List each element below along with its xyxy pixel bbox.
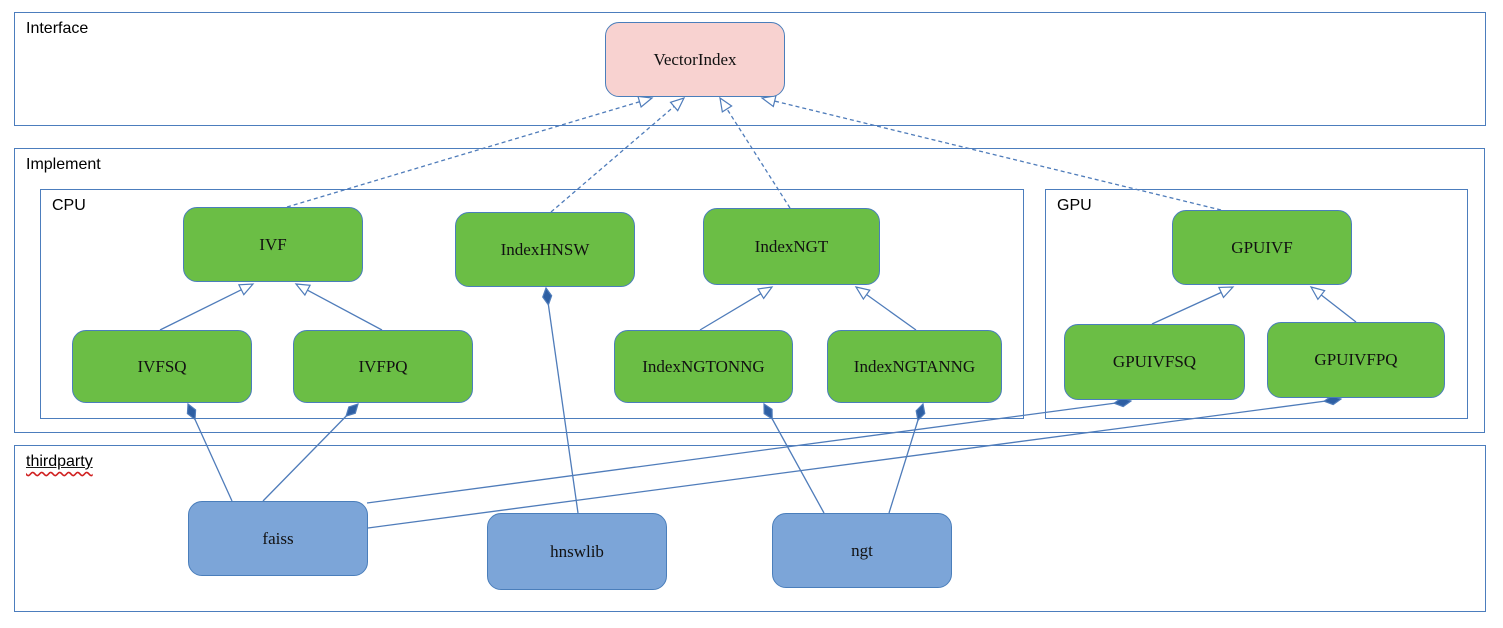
node-ivfsq: IVFSQ <box>72 330 252 403</box>
node-vectorindex: VectorIndex <box>605 22 785 97</box>
container-label-cpu: CPU <box>52 197 86 214</box>
node-indexngt: IndexNGT <box>703 208 880 285</box>
node-indexngtanng: IndexNGTANNG <box>827 330 1002 403</box>
node-gpuivf: GPUIVF <box>1172 210 1352 285</box>
container-label-thirdparty: thirdparty <box>26 453 93 471</box>
node-gpuivfsq: GPUIVFSQ <box>1064 324 1245 400</box>
node-indexngtonng: IndexNGTONNG <box>614 330 793 403</box>
container-label-gpu: GPU <box>1057 197 1092 214</box>
node-hnswlib: hnswlib <box>487 513 667 590</box>
node-gpuivfpq: GPUIVFPQ <box>1267 322 1445 398</box>
container-label-implement: Implement <box>26 156 101 173</box>
node-ngt: ngt <box>772 513 952 588</box>
node-ivfpq: IVFPQ <box>293 330 473 403</box>
node-ivf: IVF <box>183 207 363 282</box>
node-indexhnsw: IndexHNSW <box>455 212 635 287</box>
misspelled-word: thirdparty <box>26 453 93 470</box>
container-label-interface: Interface <box>26 20 89 37</box>
node-faiss: faiss <box>188 501 368 576</box>
